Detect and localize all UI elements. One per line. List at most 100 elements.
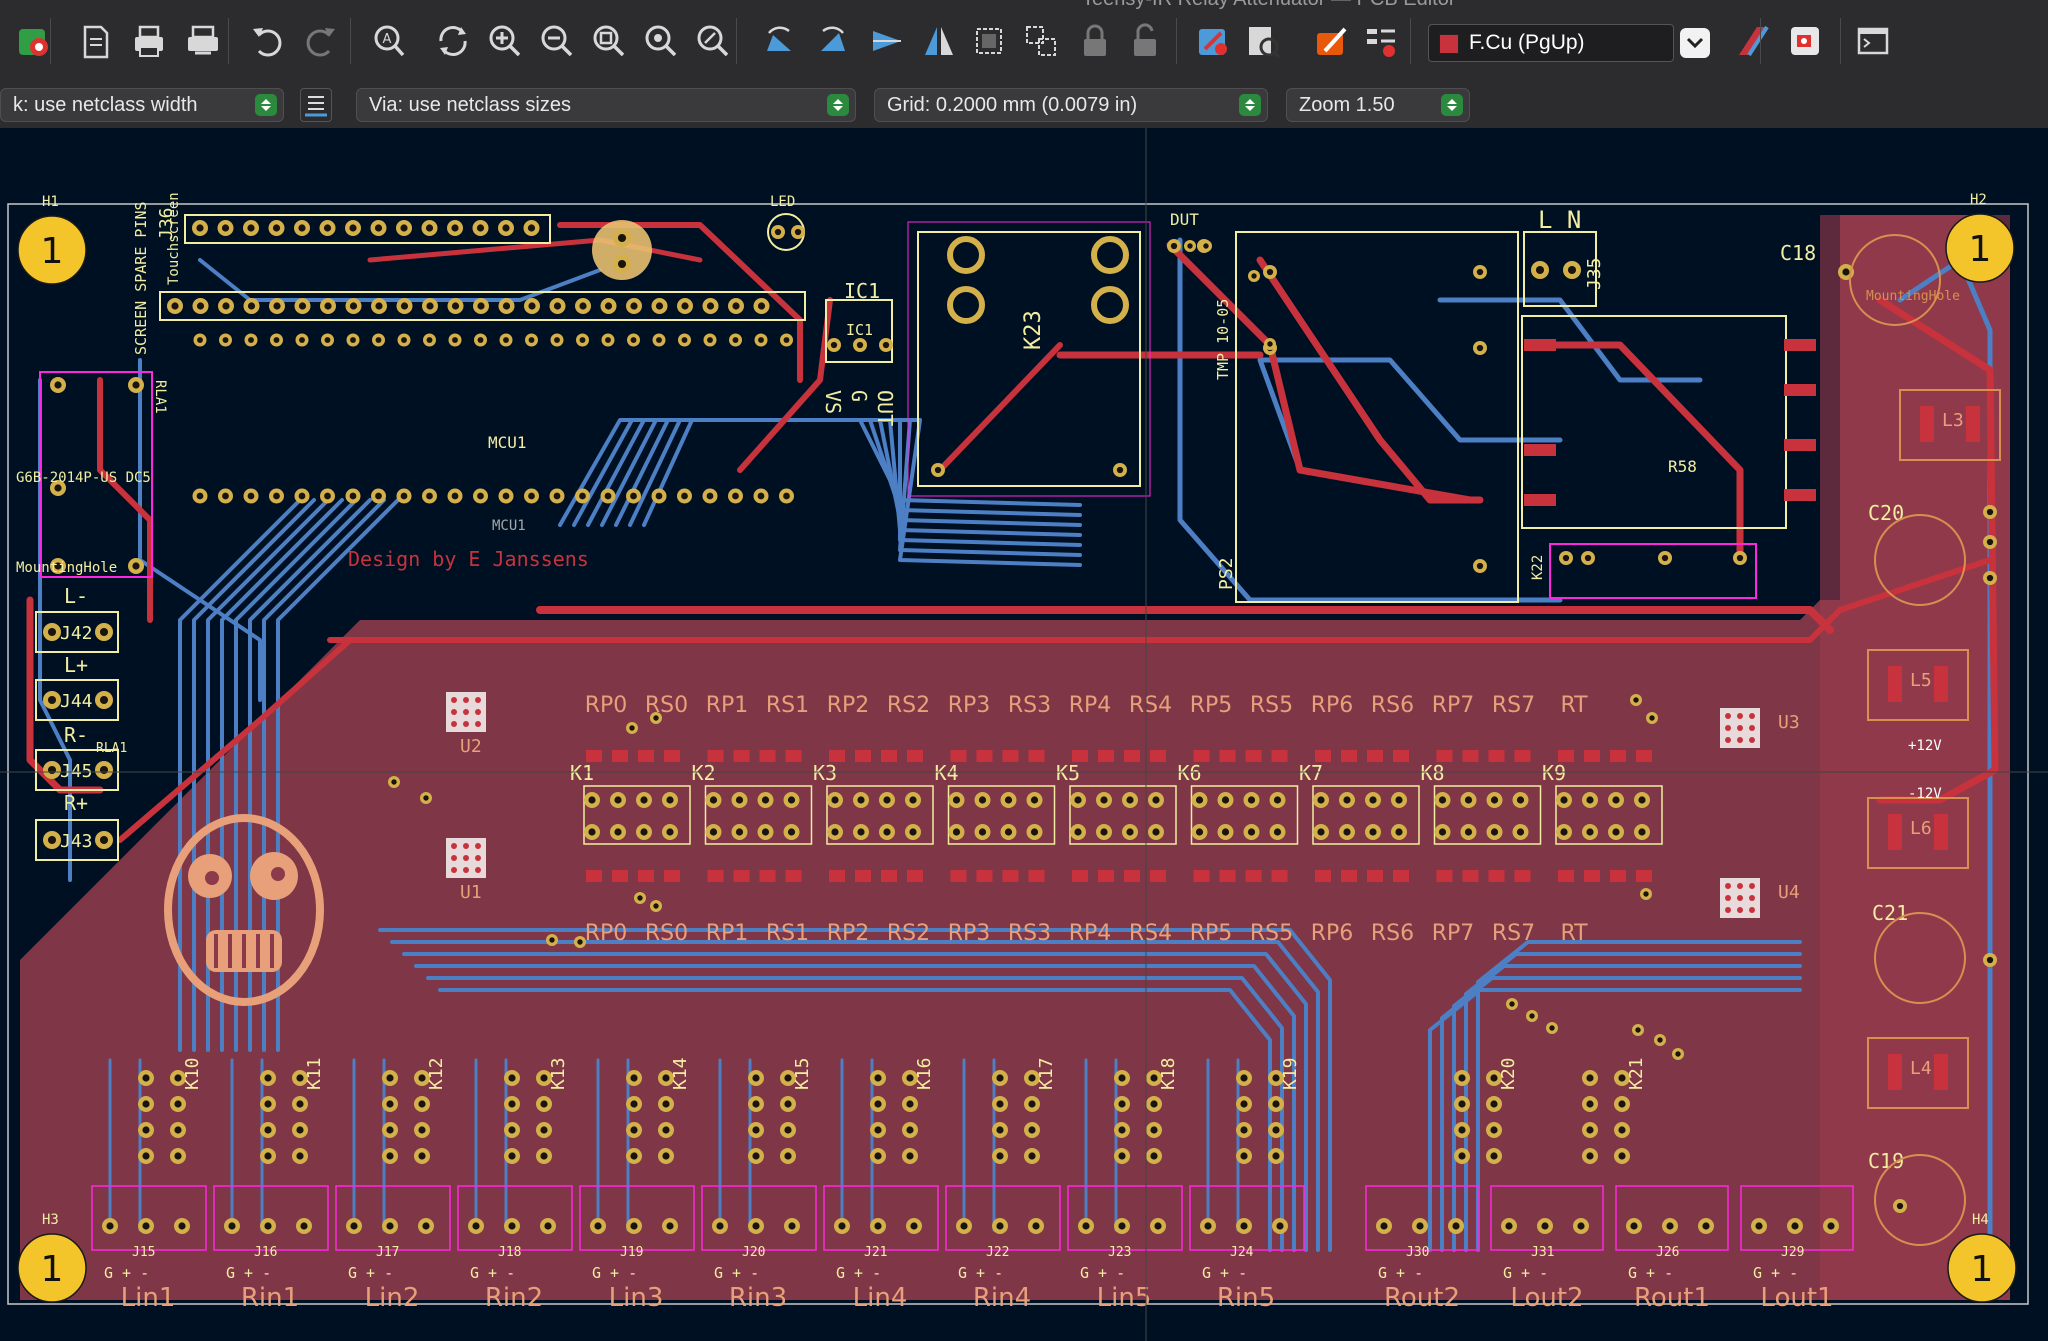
undo-button[interactable] [246, 20, 288, 62]
pad-hole [1267, 341, 1273, 347]
pad-hole [106, 1222, 114, 1230]
grid-select[interactable]: Grid: 0.2000 mm (0.0079 in) [874, 88, 1268, 122]
pad-hole [1369, 828, 1377, 836]
redo-button[interactable] [300, 20, 342, 62]
relay-ref: K1 [570, 761, 594, 785]
rotate-cw-button[interactable] [812, 20, 854, 62]
refresh-button[interactable] [432, 20, 474, 62]
pad-hole [774, 228, 782, 236]
footprint-editor-button[interactable] [1310, 20, 1352, 62]
zoom-selection-button[interactable] [692, 20, 734, 62]
pad-hole [1842, 268, 1850, 276]
pad-hole [298, 224, 306, 232]
smd-resistor [1514, 870, 1531, 882]
connector-label: Rin1 [241, 1283, 299, 1313]
pad-hole [132, 562, 140, 570]
pad-hole [99, 765, 109, 775]
bga-ball [1737, 907, 1743, 913]
pad-hole [1535, 265, 1545, 275]
pad-hole [386, 1100, 394, 1108]
pad-hole [264, 1074, 272, 1082]
pad-hole [196, 492, 204, 500]
pad-hole [906, 1126, 914, 1134]
mounting-hole-number: 1 [1971, 1249, 1994, 1290]
pad-hole [874, 1074, 882, 1082]
lock-icon [1084, 24, 1106, 56]
layer-select[interactable]: F.Cu (PgUp) [1428, 24, 1674, 62]
board-setup-button[interactable] [1360, 20, 1402, 62]
pad-hole [952, 796, 961, 804]
pad-hole [1452, 1222, 1460, 1230]
board-setup-icon [1367, 29, 1395, 57]
pad-hole [1240, 1222, 1248, 1230]
track-width-edit-button[interactable] [300, 88, 332, 122]
pad-hole [909, 796, 917, 804]
netlist-button[interactable] [1192, 20, 1234, 62]
track-width-select[interactable]: k: use netclass width [0, 88, 284, 122]
back-track [192, 498, 316, 1052]
pad-hole [1116, 466, 1124, 474]
print-button[interactable] [128, 20, 170, 62]
zoom-out-button[interactable] [536, 20, 578, 62]
smd-resistor [1271, 870, 1288, 882]
pad-hole [716, 1222, 724, 1230]
capacitor-body [592, 220, 652, 280]
connector-ref: J15 [132, 1245, 155, 1260]
smd-resistor [586, 750, 602, 762]
pad-hole [1586, 1126, 1594, 1134]
zoom-in-button[interactable] [484, 20, 526, 62]
pad-hole [1240, 1152, 1248, 1160]
mounting-hole-number: 1 [41, 1249, 64, 1290]
pad-hole [883, 828, 891, 836]
mirror-button[interactable] [918, 20, 960, 62]
tmp-label: TMP 10-05 [1214, 299, 1232, 380]
pad-hole [1476, 562, 1484, 570]
find-button[interactable]: A [368, 20, 410, 62]
smd-resistor [1271, 750, 1288, 762]
smd-resistor [950, 750, 967, 762]
back-track [642, 418, 1082, 567]
pad-hole [1490, 1126, 1498, 1134]
pad-hole [757, 492, 765, 500]
relay-row-label-top: RS6 [1371, 693, 1414, 718]
pad-hole [1266, 268, 1274, 276]
ungroup-button[interactable] [1020, 20, 1062, 62]
undo-icon [253, 28, 282, 57]
refresh-icon [439, 26, 467, 56]
console-button[interactable] [1852, 20, 1894, 62]
group-button[interactable] [968, 20, 1010, 62]
flip-button[interactable] [866, 20, 908, 62]
smd-resistor [1462, 750, 1479, 762]
bga-ball [1725, 737, 1731, 743]
pad-hole [752, 1152, 760, 1160]
c21-ref: C21 [1872, 901, 1908, 925]
via-size-select[interactable]: Via: use netclass sizes [356, 88, 856, 122]
smd-resistor [950, 870, 967, 882]
relay-row-label-bottom: RP5 [1190, 921, 1233, 946]
pad-hole [54, 562, 62, 570]
bga-ball [451, 709, 457, 715]
smd-resistor [586, 870, 602, 882]
drc-button[interactable] [12, 20, 54, 62]
rotate-ccw-button[interactable] [758, 20, 800, 62]
unlock-button[interactable] [1124, 20, 1166, 62]
smd-pad [1524, 339, 1556, 351]
zoom-select[interactable]: Zoom 1.50 [1286, 88, 1470, 122]
footprint-browser-button[interactable] [1242, 20, 1284, 62]
new-board-button[interactable] [74, 20, 116, 62]
plot-button[interactable] [182, 20, 224, 62]
scripting-button[interactable] [1784, 20, 1826, 62]
zoom-fit-button[interactable] [588, 20, 630, 62]
j35-ref: J35 [1584, 257, 1605, 290]
layer-dropdown-button[interactable] [1680, 28, 1710, 58]
inductor-pad [1934, 1054, 1948, 1090]
pad-hole [681, 492, 688, 500]
layer-pair-button[interactable] [1732, 20, 1774, 62]
pad-hole [47, 627, 57, 637]
smd-resistor [1219, 870, 1236, 882]
lock-button[interactable] [1074, 20, 1116, 62]
zoom-objects-button[interactable] [640, 20, 682, 62]
pad-hole [1150, 1152, 1158, 1160]
